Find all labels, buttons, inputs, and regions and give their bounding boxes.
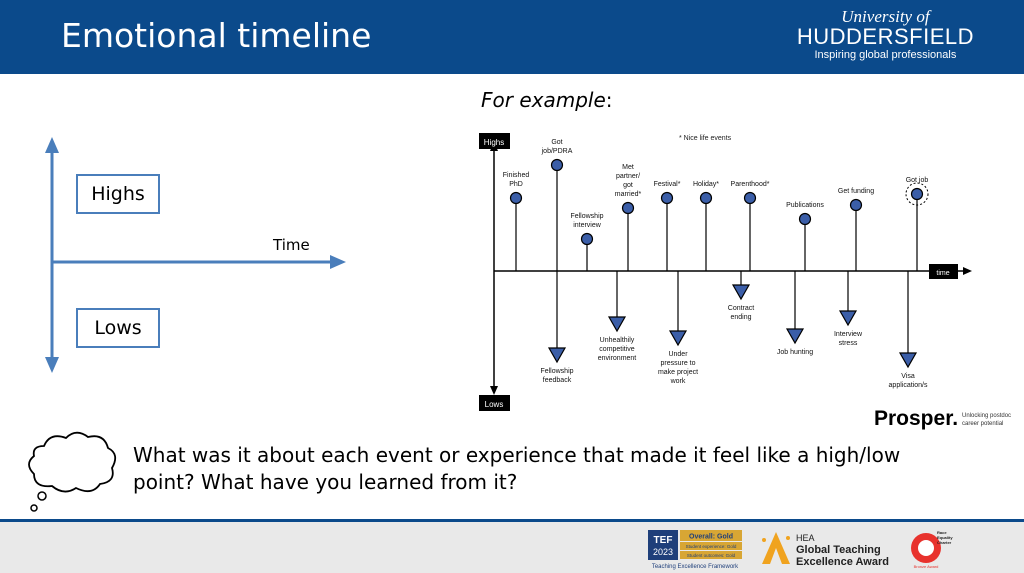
- hea-award-logo: HEA Global Teaching Excellence Award: [762, 532, 889, 568]
- high-event-label: got: [623, 182, 633, 189]
- svg-text:Overall: Gold: Overall: Gold: [689, 534, 733, 541]
- high-event-marker: [660, 191, 674, 205]
- high-event-label: Got job: [906, 177, 929, 184]
- low-event-marker: [731, 284, 751, 301]
- low-event-label: environment: [598, 355, 637, 362]
- high-event-label: Fellowship: [570, 213, 603, 220]
- high-event-label: Get funding: [838, 188, 874, 195]
- highs-tag-text: Highs: [484, 138, 504, 147]
- svg-text:Race: Race: [937, 530, 947, 535]
- low-event-label: Fellowship: [540, 368, 573, 375]
- high-event-marker: [509, 191, 523, 205]
- axes-arrows: [45, 137, 346, 373]
- svg-text:Student experience: Gold: Student experience: Gold: [686, 544, 737, 549]
- svg-text:2023: 2023: [653, 547, 673, 557]
- low-event-label: competitive: [599, 346, 635, 353]
- high-event-label: Got: [551, 139, 562, 146]
- low-event-label: application/s: [889, 382, 928, 389]
- footer-divider: [0, 519, 1024, 522]
- hea-star-icon: [762, 532, 790, 564]
- low-event-marker: [898, 352, 918, 369]
- header-bar: Emotional timeline University of HUDDERS…: [0, 0, 1024, 74]
- lows-tag: [479, 395, 510, 411]
- lows-tag-text: Lows: [485, 400, 504, 409]
- high-event-label: Publications: [786, 202, 824, 209]
- race-equality-charter-logo: Race Equality Charter Bronze Award: [911, 530, 953, 569]
- high-event-label: Holiday*: [693, 181, 719, 188]
- tef-logo: TEF 2023 Overall: Gold Student experienc…: [648, 530, 742, 570]
- svg-text:Excellence Award: Excellence Award: [796, 556, 889, 568]
- low-event-label: Contract: [728, 305, 755, 312]
- low-event-label: pressure to: [660, 360, 695, 367]
- highlight-circle: [905, 182, 929, 206]
- high-event-marker: [910, 187, 924, 201]
- high-event-marker: [550, 158, 564, 172]
- time-label: Time: [273, 236, 310, 254]
- high-event-label: PhD: [509, 181, 523, 188]
- svg-text:TEF: TEF: [654, 535, 673, 546]
- thought-cloud-icon: [28, 431, 117, 512]
- highs-box: Highs: [76, 174, 160, 214]
- highs-tag: [479, 133, 510, 149]
- high-event-marker: [743, 191, 757, 205]
- svg-text:HEA: HEA: [796, 533, 815, 543]
- low-event-marker: [547, 347, 567, 364]
- low-event-label: Visa: [901, 373, 915, 380]
- high-event-marker: [849, 198, 863, 212]
- lows-box: Lows: [76, 308, 160, 348]
- high-event-label: job/PDRA: [541, 148, 573, 155]
- high-event-marker: [798, 212, 812, 226]
- low-event-marker: [785, 328, 805, 345]
- low-event-label: Interview: [834, 331, 863, 338]
- prosper-logo: Prosper.: [874, 407, 959, 430]
- example-timeline: Highs Lows time * Nice life events Finis…: [479, 133, 972, 411]
- low-event-marker: [838, 310, 858, 327]
- example-heading: For example:: [481, 88, 613, 112]
- low-event-marker: [607, 316, 627, 333]
- prosper-tagline: Unlocking postdoc career potential: [962, 413, 1012, 427]
- high-event-label: married*: [615, 191, 642, 198]
- low-event-label: Job hunting: [777, 349, 813, 356]
- low-event-label: Unhealthily: [600, 337, 635, 344]
- page-title: Emotional timeline: [61, 16, 372, 55]
- nice-events-note: * Nice life events: [679, 135, 732, 142]
- reflection-question: What was it about each event or experien…: [133, 443, 901, 494]
- university-logo: University of HUDDERSFIELD Inspiring glo…: [796, 7, 974, 62]
- high-event-label: Parenthood*: [731, 181, 770, 188]
- footer-bar: [0, 522, 1024, 573]
- low-event-label: make project: [658, 369, 698, 376]
- svg-text:Bronze Award: Bronze Award: [914, 564, 939, 569]
- high-event-label: Festival*: [654, 181, 681, 188]
- low-event-label: feedback: [543, 377, 572, 384]
- high-event-label: Finished: [503, 172, 530, 179]
- high-event-marker: [699, 191, 713, 205]
- high-event-marker: [580, 232, 594, 246]
- high-event-label: partner/: [616, 173, 640, 180]
- svg-text:Equality: Equality: [937, 535, 953, 540]
- svg-text:Global Teaching: Global Teaching: [796, 544, 881, 556]
- low-event-label: work: [670, 378, 686, 385]
- low-event-label: stress: [839, 340, 858, 347]
- high-event-marker: [621, 201, 635, 215]
- low-event-label: ending: [730, 314, 751, 321]
- svg-text:Teaching Excellence Framework: Teaching Excellence Framework: [652, 564, 739, 570]
- time-tag-text: time: [936, 270, 949, 277]
- low-event-label: Under: [668, 351, 688, 358]
- high-event-label: Met: [622, 164, 634, 171]
- svg-text:Student outcomes: Gold: Student outcomes: Gold: [687, 553, 736, 558]
- time-tag: [929, 264, 958, 279]
- high-event-label: interview: [573, 222, 602, 229]
- svg-text:Charter: Charter: [937, 540, 952, 545]
- low-event-marker: [668, 330, 688, 347]
